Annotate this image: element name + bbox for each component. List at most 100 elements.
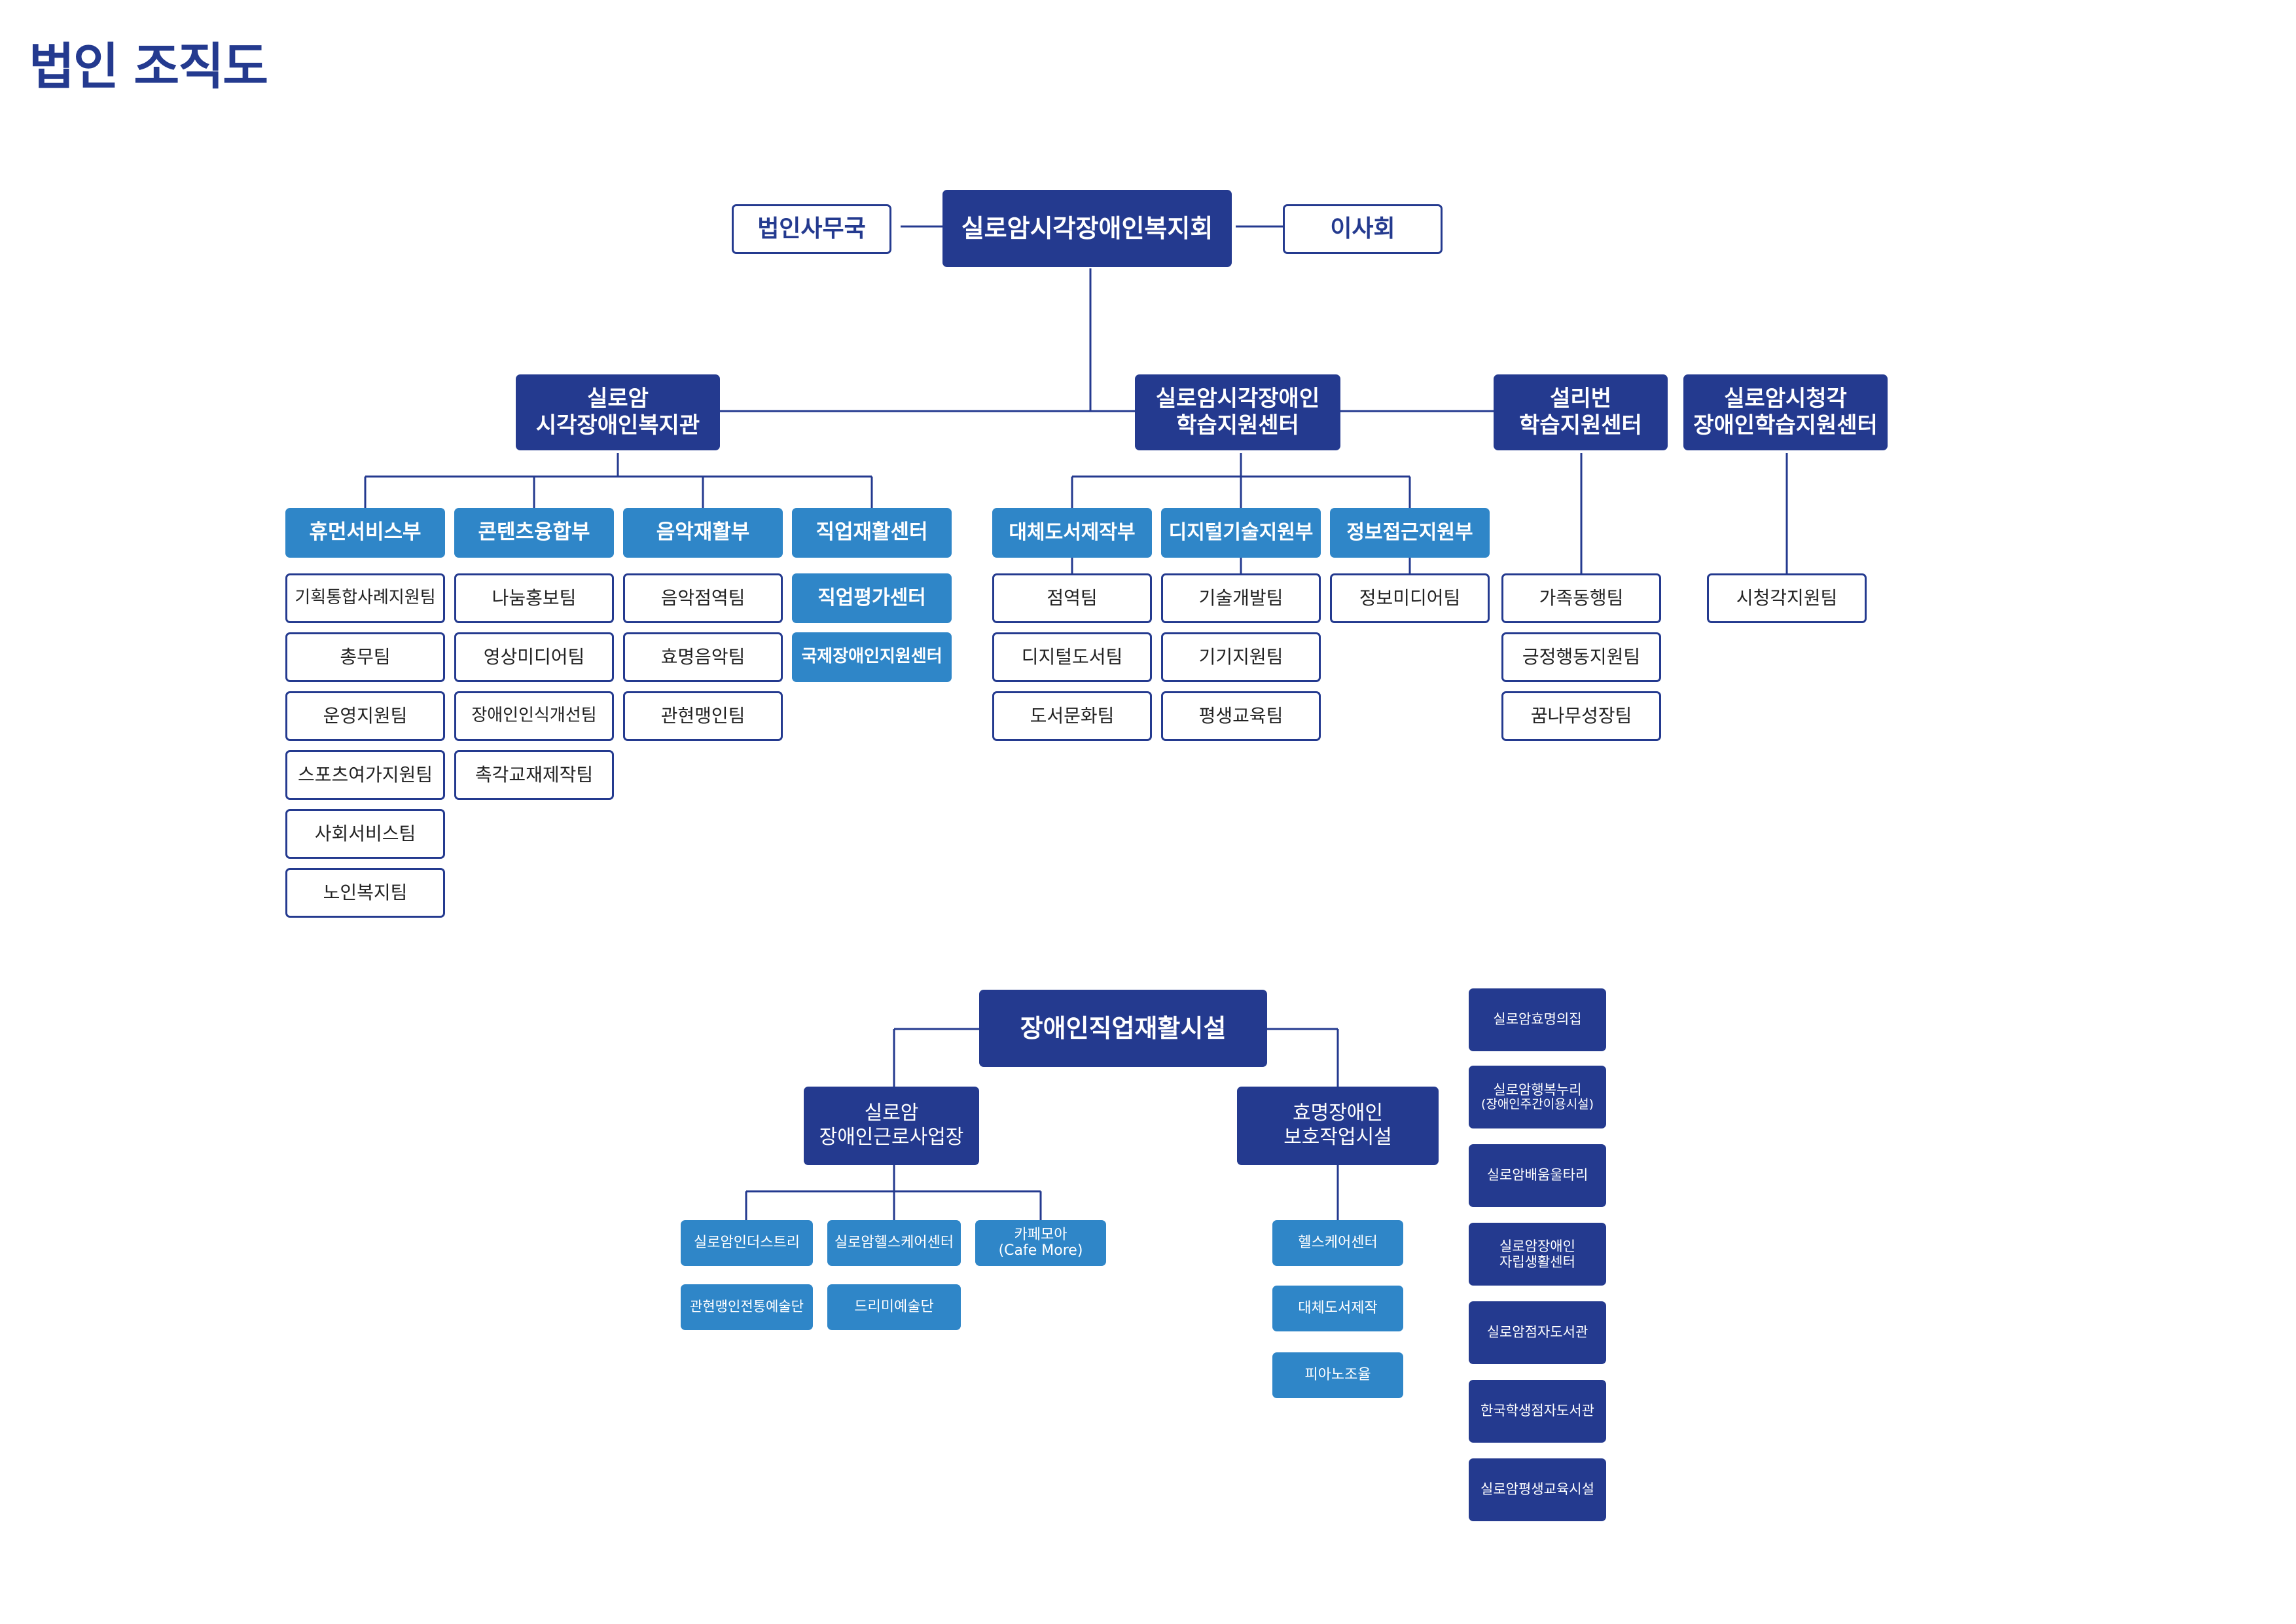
team-box: 기술개발팀 xyxy=(1161,573,1321,623)
team-box: 기기지원팀 xyxy=(1161,632,1321,682)
sheltered-workshop-box: 효명장애인 보호작업시설 xyxy=(1237,1087,1439,1165)
team-box: 나눔홍보팀 xyxy=(454,573,614,623)
workplace-unit-box: 관현맹인전통예술단 xyxy=(681,1284,813,1330)
vocational-subcenter-label: 직업평가센터 xyxy=(817,586,926,609)
workplace-unit-label: 드리미예술단 xyxy=(854,1298,934,1315)
cafe-more-line1: 카페모아 xyxy=(1014,1226,1067,1243)
board-of-directors-label: 이사회 xyxy=(1330,215,1395,243)
page-title: 법인 조직도 xyxy=(29,37,268,96)
team-label: 점역팀 xyxy=(1047,586,1098,609)
welfare-center-line2: 시각장애인복지관 xyxy=(535,412,700,439)
workplace-line1: 실로암 xyxy=(864,1102,919,1125)
team-box: 효명음악팀 xyxy=(623,632,783,682)
sheltered-line1: 효명장애인 xyxy=(1293,1102,1383,1125)
team-box: 스포츠여가지원팀 xyxy=(285,750,445,800)
root-organization-box: 실로암시각장애인복지회 xyxy=(942,190,1232,267)
deafblind-center-box: 실로암시청각 장애인학습지원센터 xyxy=(1683,374,1888,450)
seolliber-center-line1: 설리번 xyxy=(1550,385,1611,412)
facility-line1: 실로암배움울타리 xyxy=(1486,1167,1588,1183)
dept-human-service: 휴먼서비스부 xyxy=(285,508,445,558)
team-label: 기술개발팀 xyxy=(1198,586,1283,609)
workplace-unit-label: 실로암헬스케어센터 xyxy=(834,1234,954,1251)
board-of-directors-box: 이사회 xyxy=(1283,204,1443,254)
dept-label: 직업재활센터 xyxy=(816,520,928,545)
sheltered-line2: 보호작업시설 xyxy=(1283,1126,1392,1149)
team-box: 관현맹인팀 xyxy=(623,691,783,741)
facility-line2: 자립생활센터 xyxy=(1499,1254,1575,1270)
seolliber-center-line2: 학습지원센터 xyxy=(1519,412,1642,439)
team-label: 가족동행팀 xyxy=(1539,586,1624,609)
facility-box: 실로암장애인 자립생활센터 xyxy=(1469,1223,1606,1286)
facility-box: 실로암점자도서관 xyxy=(1469,1301,1606,1364)
team-label: 디지털도서팀 xyxy=(1021,645,1123,668)
facility-box: 실로암평생교육시설 xyxy=(1469,1458,1606,1521)
facility-line1: 한국학생점자도서관 xyxy=(1480,1403,1594,1419)
team-box: 총무팀 xyxy=(285,632,445,682)
dept-label: 콘텐츠융합부 xyxy=(478,520,590,545)
dept-label: 대체도서제작부 xyxy=(1009,520,1136,544)
facility-box: 실로암효명의집 xyxy=(1469,988,1606,1051)
team-box: 시청각지원팀 xyxy=(1707,573,1867,623)
deafblind-center-line1: 실로암시청각 xyxy=(1724,385,1847,412)
vocational-subcenter-box: 직업평가센터 xyxy=(792,573,952,623)
dept-label: 음악재활부 xyxy=(656,520,750,545)
corporate-office-box: 법인사무국 xyxy=(732,204,891,254)
rehab-facility-root-box: 장애인직업재활시설 xyxy=(979,990,1267,1067)
team-label: 촉각교재제작팀 xyxy=(475,763,594,785)
dept-vocational: 직업재활센터 xyxy=(792,508,952,558)
sheltered-unit-label: 헬스케어센터 xyxy=(1298,1234,1378,1251)
dept-info-access: 정보접근지원부 xyxy=(1330,508,1490,558)
team-label: 기기지원팀 xyxy=(1198,645,1283,668)
team-label: 운영지원팀 xyxy=(323,704,408,727)
team-box: 기획통합사례지원팀 xyxy=(285,573,445,623)
facility-line1: 실로암장애인 xyxy=(1499,1238,1575,1254)
team-label: 사회서비스팀 xyxy=(314,822,416,844)
workplace-unit-box: 실로암헬스케어센터 xyxy=(827,1220,961,1266)
team-label: 노인복지팀 xyxy=(323,881,408,903)
learning-center-line1: 실로암시각장애인 xyxy=(1155,385,1320,412)
learning-center-line2: 학습지원센터 xyxy=(1176,412,1299,439)
facility-line2: (장애인주간이용시설) xyxy=(1480,1097,1594,1112)
team-label: 스포츠여가지원팀 xyxy=(297,763,433,785)
team-label: 긍정행동지원팀 xyxy=(1522,645,1641,668)
sheltered-unit-label: 대체도서제작 xyxy=(1298,1299,1378,1316)
facility-line1: 실로암점자도서관 xyxy=(1486,1324,1588,1341)
team-label: 관현맹인팀 xyxy=(660,704,745,727)
workplace-unit-label: 관현맹인전통예술단 xyxy=(690,1299,804,1315)
team-label: 음악점역팀 xyxy=(660,586,745,609)
dept-label: 디지털기술지원부 xyxy=(1168,520,1314,544)
workplace-unit-box: 실로암인더스트리 xyxy=(681,1220,813,1266)
root-organization-label: 실로암시각장애인복지회 xyxy=(961,213,1213,243)
facility-box: 실로암배움울타리 xyxy=(1469,1144,1606,1207)
team-label: 정보미디어팀 xyxy=(1359,586,1461,609)
team-box: 디지털도서팀 xyxy=(992,632,1152,682)
workplace-line2: 장애인근로사업장 xyxy=(819,1126,964,1149)
rehab-facility-root-label: 장애인직업재활시설 xyxy=(1020,1013,1227,1043)
seolliber-center-box: 설리번 학습지원센터 xyxy=(1494,374,1668,450)
dept-label: 정보접근지원부 xyxy=(1346,520,1473,544)
vocational-subcenter-box: 국제장애인지원센터 xyxy=(792,632,952,682)
facility-line1: 실로암효명의집 xyxy=(1493,1011,1582,1028)
vocational-subcenter-label: 국제장애인지원센터 xyxy=(801,647,942,667)
dept-alternative-books: 대체도서제작부 xyxy=(992,508,1152,558)
cafe-more-line2: (Cafe More) xyxy=(998,1242,1083,1259)
team-box: 사회서비스팀 xyxy=(285,809,445,859)
team-label: 나눔홍보팀 xyxy=(492,586,577,609)
team-label: 장애인인식개선팀 xyxy=(471,706,597,726)
team-box: 영상미디어팀 xyxy=(454,632,614,682)
facility-line1: 실로암행복누리 xyxy=(1493,1082,1582,1098)
facility-line1: 실로암평생교육시설 xyxy=(1480,1481,1594,1498)
team-box: 도서문화팀 xyxy=(992,691,1152,741)
workplace-unit-box: 드리미예술단 xyxy=(827,1284,961,1330)
dept-content: 콘텐츠융합부 xyxy=(454,508,614,558)
sheltered-unit-box: 헬스케어센터 xyxy=(1272,1220,1403,1266)
team-label: 시청각지원팀 xyxy=(1736,586,1838,609)
team-box: 음악점역팀 xyxy=(623,573,783,623)
workplace-unit-label: 실로암인더스트리 xyxy=(694,1234,800,1251)
team-box: 긍정행동지원팀 xyxy=(1501,632,1661,682)
team-box: 노인복지팀 xyxy=(285,868,445,918)
team-box: 평생교육팀 xyxy=(1161,691,1321,741)
team-label: 도서문화팀 xyxy=(1030,704,1115,727)
team-label: 꿈나무성장팀 xyxy=(1530,704,1632,727)
